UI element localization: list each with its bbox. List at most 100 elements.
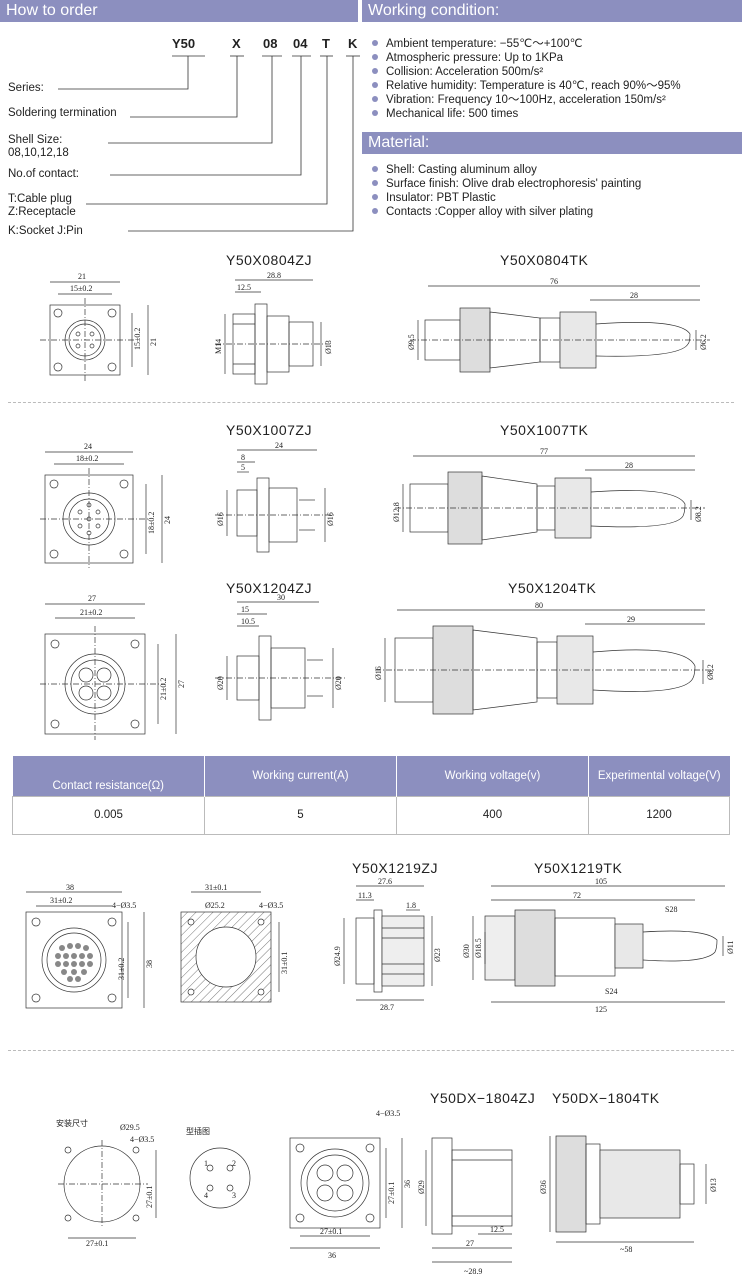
drawing-1219tk-side: 105 72 S28 Ø30 Ø18.5 Ø11 S24 125: [462, 877, 735, 1014]
material-item: Insulator: PBT Plastic: [372, 191, 496, 205]
label-shell-values: 08,10,12,18: [8, 147, 69, 159]
material-item: Contacts :Copper alloy with silver plati…: [372, 205, 593, 219]
model-title: Y50DX−1804TK: [552, 1090, 660, 1106]
label-shell-size: Shell Size:: [8, 134, 63, 146]
drawing-1804tk-side: Ø36 Ø13 ~58: [539, 1135, 718, 1254]
dim-label: 72: [573, 891, 581, 900]
code-shell-size: 08: [263, 36, 278, 51]
model-title: Y50X1007ZJ: [226, 422, 312, 438]
drawing-1007tk-side: 77 28 Ø12.8 Ø8.2: [392, 447, 705, 545]
dim-label: 4−Ø3.5: [259, 901, 283, 910]
header-working-voltage: Working voltage(v): [396, 756, 589, 796]
drawing-0804-front: 21 15±0.2 15±0.2 21: [40, 272, 158, 382]
material-item: Shell: Casting aluminum alloy: [372, 163, 537, 177]
dim-label: Ø23: [433, 948, 442, 962]
code-contacts: 04: [293, 36, 308, 51]
dim-label: 21: [149, 338, 158, 346]
dim-label: 11.3: [358, 891, 372, 900]
dim-label: Ø16: [216, 512, 225, 526]
code-contact-kind: K: [348, 36, 358, 51]
drawing-1219zj-side: 27.6 11.3 1.8 Ø24.9 Ø23 28.7: [333, 877, 442, 1012]
dim-label: 38: [66, 883, 74, 892]
drawing-1804-pin-layout: 型插图 1 2 3 4: [186, 1126, 251, 1209]
dim-label: 27±0.1: [145, 1186, 154, 1208]
header-working-current: Working current(A): [204, 756, 397, 796]
order-leader-lines: [58, 55, 360, 232]
dim-label: 8: [241, 453, 245, 462]
dim-label: 28.8: [267, 271, 281, 280]
dim-label: 105: [595, 877, 607, 886]
dim-label: 5: [241, 463, 245, 472]
model-title: Y50X1204TK: [508, 580, 597, 596]
dim-label: Ø8.2: [706, 664, 715, 680]
model-title: Y50X1007TK: [500, 422, 589, 438]
how-to-order-header: How to order: [0, 0, 358, 22]
drawing-1204tk-side: 80 29 Ø16 Ø8.2: [374, 601, 715, 715]
header-contact-resistance: Contact resistance(Ω): [12, 756, 205, 796]
dim-label: 15±0.2: [133, 328, 142, 350]
dim-label: Ø25.2: [205, 901, 225, 910]
model-title: Y50X1204ZJ: [226, 580, 312, 596]
pin-number: 2: [232, 1159, 236, 1168]
label-socket-pin: K:Socket J:Pin: [8, 225, 83, 237]
dim-label: 31±0.1: [280, 952, 289, 974]
dim-label: 4−Ø3.5: [112, 901, 136, 910]
dim-label: Ø16: [374, 666, 383, 680]
dim-label: 80: [535, 601, 543, 610]
pin-number: 3: [232, 1191, 236, 1200]
dim-label: Ø9.5: [407, 334, 416, 350]
drawing-1007-front: 24 18±0.2 18±0.2 24: [40, 442, 172, 568]
drawing-1204-front: 27 21±0.2 21±0.2 27: [40, 594, 186, 740]
dim-label: Ø36: [539, 1180, 548, 1194]
material-header: Material:: [362, 132, 742, 154]
pin-number: 1: [204, 1159, 208, 1168]
dim-label: 安装尺寸: [56, 1118, 88, 1128]
cell-experimental-voltage: 1200: [588, 795, 730, 835]
dim-label: 21±0.2: [159, 678, 168, 700]
dim-label: 10.5: [241, 617, 255, 626]
model-title: Y50X0804TK: [500, 252, 589, 268]
dim-label: 36: [328, 1251, 336, 1260]
drawing-1219-front: 38 31±0.2 4−Ø3.5 31±0.2 38: [25, 883, 154, 1009]
label-series: Series:: [8, 82, 44, 94]
dim-label: ~58: [620, 1245, 632, 1254]
dim-label: 77: [540, 447, 548, 456]
drawing-1804zj-front: 4−Ø3.5 27±0.1 36 27±0.1 36: [289, 1109, 412, 1260]
dim-label: Ø11: [726, 941, 735, 954]
model-title: Y50DX−1804ZJ: [430, 1090, 536, 1106]
dim-label: 4−Ø3.5: [376, 1109, 400, 1118]
dim-label: S24: [605, 987, 617, 996]
section-divider: [8, 1050, 734, 1051]
code-termination: X: [232, 36, 241, 51]
cell-contact-resistance: 0.005: [12, 795, 205, 835]
dim-label: 31±0.2: [50, 896, 72, 905]
dim-label: 4−Ø3.5: [130, 1135, 154, 1144]
dim-label: 28.7: [380, 1003, 394, 1012]
dim-label: S28: [665, 905, 677, 914]
spec-table: Contact resistance(Ω) Working current(A)…: [12, 756, 730, 835]
dim-label: Ø30: [462, 944, 471, 958]
dim-label: 27: [466, 1239, 474, 1248]
code-series: Y50: [172, 36, 196, 51]
dim-label: Ø24.9: [333, 946, 342, 966]
dim-label: 27: [88, 594, 96, 603]
dim-label: 27±0.1: [387, 1182, 396, 1204]
header-experimental-voltage: Experimental voltage(V): [588, 756, 730, 796]
dim-label: 29: [627, 615, 635, 624]
dim-label: 125: [595, 1005, 607, 1014]
drawing-1204zj-side: 30 15 10.5 Ø20 Ø20: [215, 593, 345, 721]
dim-label: 24: [84, 442, 92, 451]
table-row: 0.005 5 400 1200: [12, 795, 730, 835]
dim-label: M14: [214, 339, 223, 354]
spec-table-header: Contact resistance(Ω) Working current(A)…: [12, 756, 730, 796]
material-item: Surface finish: Olive drab electrophores…: [372, 177, 641, 191]
dim-label: 15±0.2: [70, 284, 92, 293]
label-cable-plug: T:Cable plug: [8, 193, 72, 205]
dim-label: 24: [163, 516, 172, 524]
dim-label: 21±0.2: [80, 608, 102, 617]
dim-label: 31±0.1: [205, 883, 227, 892]
condition-item: Collision: Acceleration 500m/s²: [372, 65, 543, 79]
dim-label: 18±0.2: [76, 454, 98, 463]
condition-item: Relative humidity: Temperature is 40℃, r…: [372, 79, 681, 93]
dim-label: Ø20: [334, 676, 343, 690]
